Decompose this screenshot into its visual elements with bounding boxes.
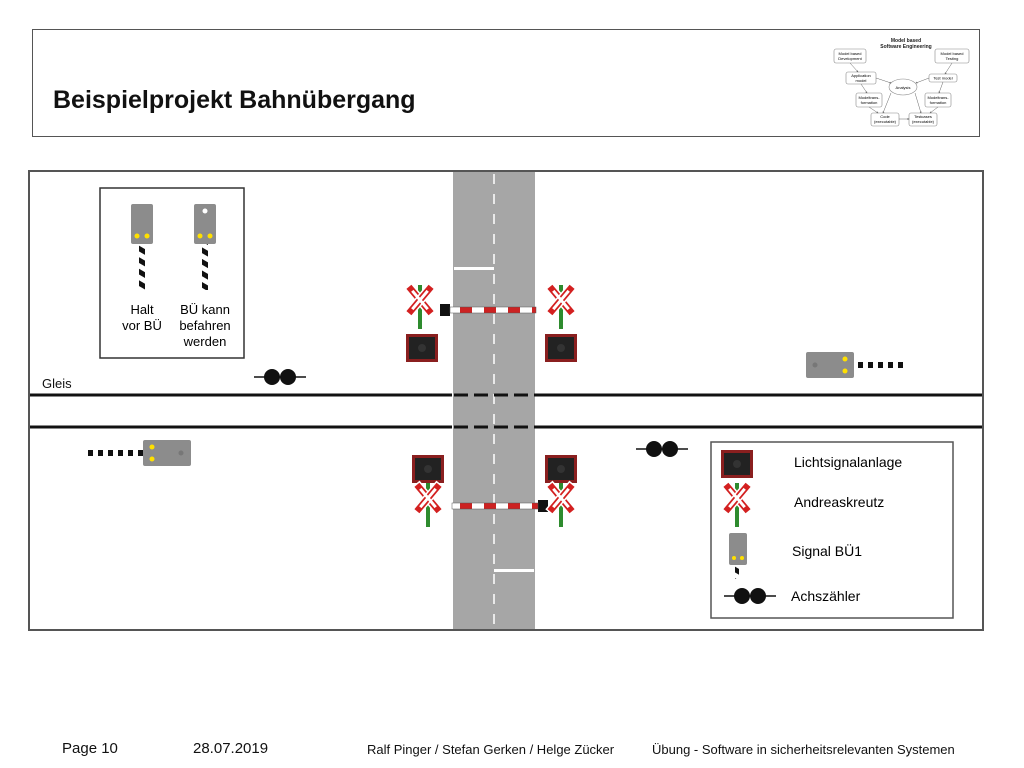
legend-lsa-icon [721,450,753,478]
legend-signal-label: Signal BÜ1 [792,542,862,559]
mbse-mt-right-1: Modeltrans- [927,95,949,100]
mbse-analysis: Analysis [896,85,911,90]
signal-legend-box [99,187,245,359]
go-label-3: werden [183,334,227,349]
mbse-diagram: Model based Software Engineering Model b… [833,38,970,127]
crossing-diagram: Gleis Halt vor BÜ BÜ kann befahren werde… [28,170,984,631]
mbse-mt-left-1: Modeltrans- [858,95,880,100]
signal-bu1-left [88,440,191,466]
mbse-app-1: Application [851,73,871,78]
signal-go [194,204,216,290]
halt-label-1: Halt [130,302,154,317]
lsa-top-left [406,334,438,362]
header-box: Beispielprojekt Bahnübergang Model based… [32,29,980,137]
mbse-title-2: Software Engineering [880,44,931,50]
mbse-mt-left-2: formation [861,100,878,105]
date: 28.07.2019 [193,740,269,757]
signal-bu1-right [806,352,908,378]
lsa-bottom-right [545,455,577,483]
page-number: Page 10 [62,740,118,757]
legend-andreaskreuz-label: Andreaskreutz [794,494,884,510]
page-title: Beispielprojekt Bahnübergang [53,86,416,114]
go-label-1: BÜ kann [180,302,230,317]
barrier-bottom [451,500,548,512]
mbse-test-2: Testing [946,56,959,61]
mbse-tc-1: Testcases [914,114,932,119]
legend-axle-label: Achszähler [791,588,861,604]
lsa-bottom-left [412,455,444,483]
legend-lsa-label: Lichtsignalanlage [794,454,902,470]
mbse-code-2: (executable) [874,119,897,124]
halt-label-2: vor BÜ [122,318,162,333]
mbse-title-1: Model based [891,38,921,44]
course-title: Übung - Software in sicherheitsrelevante… [652,742,955,757]
mbse-tc-2: (executable) [912,119,935,124]
legend-signal-icon [729,533,747,579]
track-label: Gleis [42,376,72,391]
lsa-top-right [545,334,577,362]
mbse-testmodel: Test model [933,76,952,81]
go-label-2: befahren [179,318,230,333]
mbse-mt-right-2: formation [930,100,947,105]
authors: Ralf Pinger / Stefan Gerken / Helge Zück… [367,742,615,757]
signal-halt [131,204,153,290]
mbse-dev-2: Development [838,56,862,61]
mbse-test-1: Model based [941,51,964,56]
mbse-dev-1: Model based [839,51,862,56]
mbse-app-2: model [856,78,867,83]
barrier-top [440,304,537,316]
mbse-code-1: Code [880,114,890,119]
